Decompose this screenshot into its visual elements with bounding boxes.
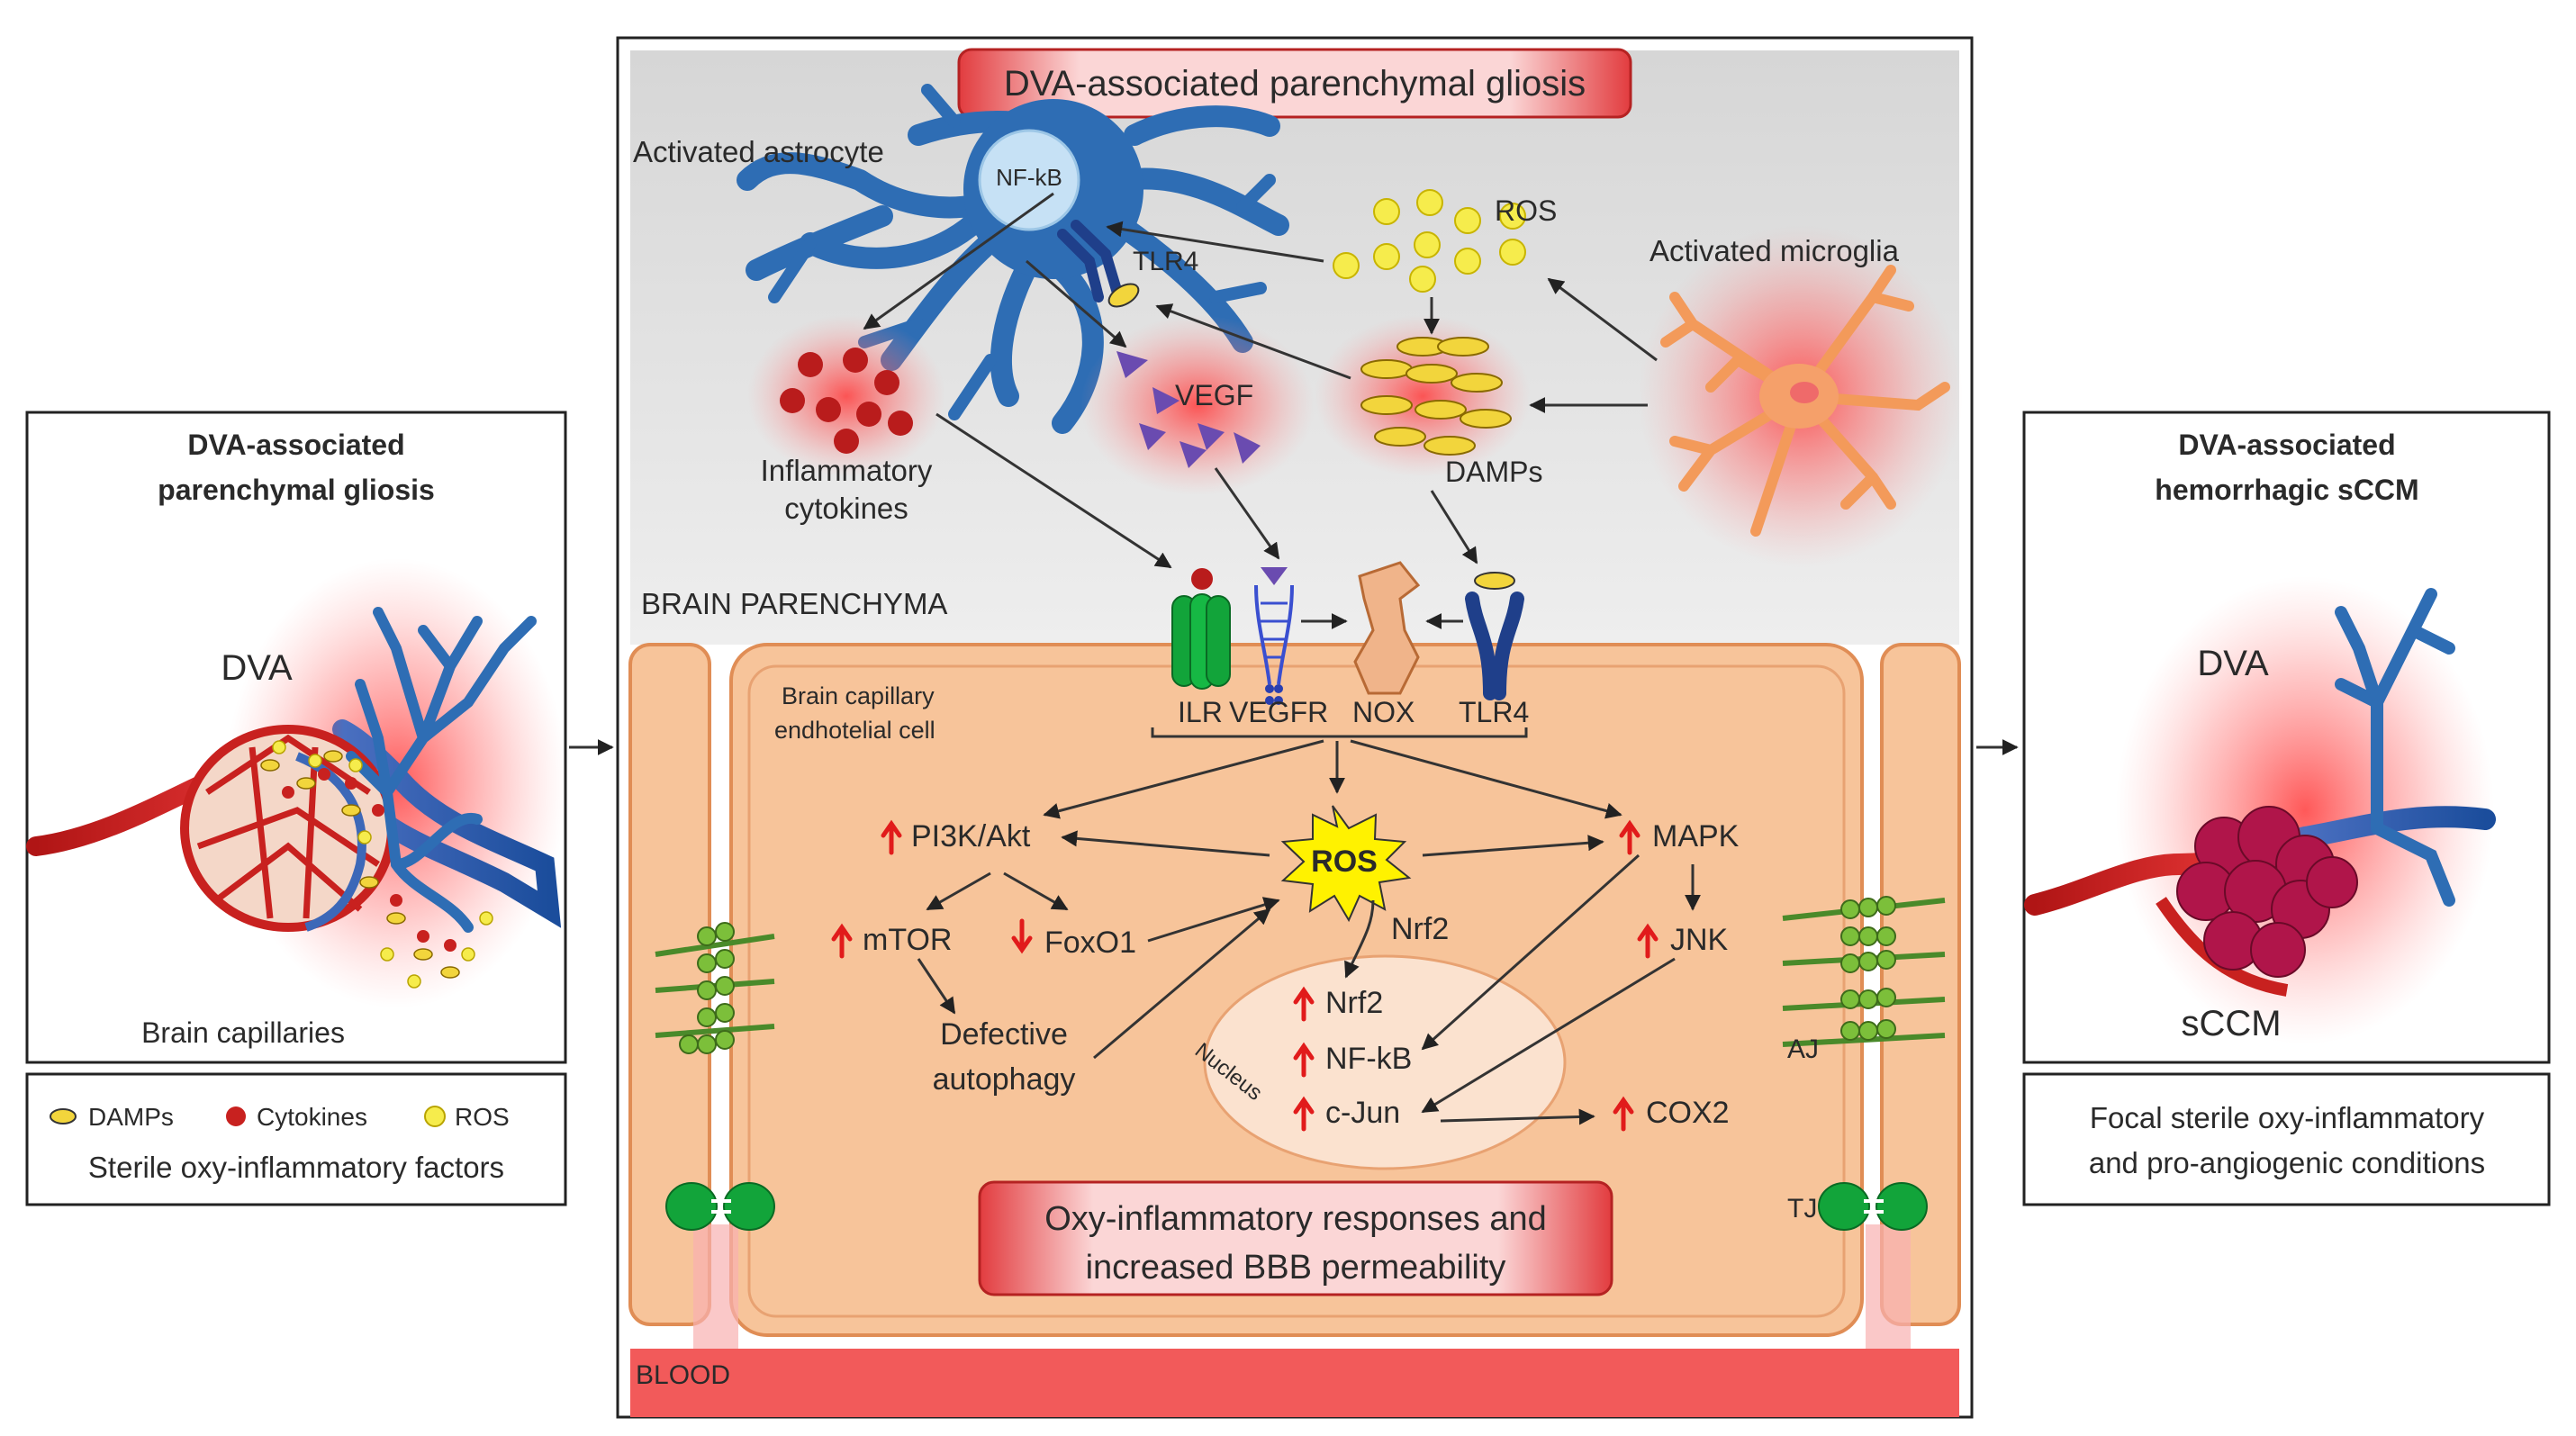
foxo1-label: FoxO1	[1044, 926, 1136, 960]
tlr4-receptor	[1465, 572, 1524, 700]
cell-label-line2: endhotelial cell	[774, 717, 935, 744]
nrf2-nuc-label: Nrf2	[1325, 986, 1383, 1020]
banner-bottom	[978, 1180, 1613, 1296]
right-title-line1: DVA-associated	[2178, 429, 2395, 461]
pathway-mtor: mTOR	[834, 923, 952, 957]
damps-cluster	[1315, 315, 1531, 477]
left-legend-caption: Sterile oxy-inflammatory factors	[88, 1151, 504, 1184]
legend-ros-label: ROS	[455, 1103, 510, 1131]
cytokines-label-line2: cytokines	[784, 492, 908, 525]
left-title-line2: parenchymal gliosis	[158, 474, 435, 506]
legend-damps-label: DAMPs	[88, 1103, 174, 1131]
receptor-bracket	[1151, 727, 1528, 738]
ros-star-label: ROS	[1311, 844, 1378, 879]
nfkb-nuc-label: NF-kB	[1325, 1042, 1412, 1076]
receptor-ilr-label: ILR	[1178, 696, 1223, 728]
banner-bottom-line2: increased BBB permeability	[1086, 1249, 1506, 1287]
microglia-label: Activated microglia	[1650, 234, 1900, 267]
vegf-label: VEGF	[1175, 379, 1253, 411]
right-title-line2: hemorrhagic sCCM	[2155, 474, 2418, 506]
pathway-nfkb-nuc: NF-kB	[1296, 1042, 1412, 1076]
legend-cytokines: Cytokines	[226, 1103, 367, 1131]
banner-top	[957, 48, 1632, 119]
nucleus	[1203, 954, 1567, 1170]
pathway-jnk: JNK	[1640, 923, 1729, 957]
tj-label: TJ	[1787, 1194, 1817, 1224]
jnk-label: JNK	[1670, 923, 1729, 957]
damps-center-label: DAMPs	[1445, 456, 1542, 488]
activated-microglia	[1639, 225, 1963, 567]
defective-label-line2: autophagy	[933, 1062, 1076, 1097]
pathway-cjun: c-Jun	[1296, 1096, 1400, 1130]
cytokines-label-line1: Inflammatory	[761, 454, 933, 487]
ros-cluster	[1333, 189, 1526, 293]
ros-top-label: ROS	[1495, 194, 1557, 227]
right-dva-label: DVA	[2197, 644, 2269, 683]
center-panel: DVA-associated parenchymal gliosis Activ…	[616, 36, 1974, 1419]
mtor-label: mTOR	[863, 923, 952, 957]
legend-ros: ROS	[424, 1103, 510, 1131]
left-legend-box	[25, 1072, 567, 1206]
astrocyte-nucleus	[978, 129, 1080, 231]
parenchyma-label: BRAIN PARENCHYMA	[641, 587, 947, 620]
left-title-line1: DVA-associated	[187, 429, 404, 461]
pathway-cox2: COX2	[1615, 1096, 1730, 1130]
pathway-pi3k: PI3K/Akt	[883, 819, 1031, 853]
left-panel: DVA-associated parenchymal gliosis	[25, 411, 567, 1206]
pathway-mapk: MAPK	[1622, 819, 1740, 853]
right-adjacent-cell	[1880, 643, 1961, 1326]
parenchyma-arrows	[863, 192, 1658, 569]
ilr-receptor	[1171, 568, 1231, 690]
receptor-tlr4-label: TLR4	[1459, 696, 1529, 728]
pathway-nrf2-nuc: Nrf2	[1296, 986, 1383, 1020]
left-dva-label: DVA	[221, 648, 293, 688]
cytokines-legend-icon	[226, 1106, 246, 1126]
receptor-nox-label: NOX	[1352, 696, 1415, 728]
astrocyte-label: Activated astrocyte	[633, 135, 884, 168]
legend-cytokines-label: Cytokines	[257, 1103, 367, 1131]
defective-label-line1: Defective	[940, 1017, 1068, 1052]
right-caption-line1: Focal sterile oxy-inflammatory	[2090, 1101, 2485, 1134]
ros-star	[1280, 805, 1412, 923]
tlr4-top-label: TLR4	[1133, 247, 1198, 276]
damps-legend-icon	[50, 1108, 77, 1124]
receptor-vegfr-label: VEGFR	[1229, 696, 1328, 728]
pi3k-label: PI3K/Akt	[911, 819, 1031, 853]
pathway-foxo1: FoxO1	[1014, 921, 1136, 960]
nrf2-cyto-label: Nrf2	[1391, 912, 1449, 946]
pathway-arrows	[917, 739, 1701, 1125]
nfkb-top-label: NF-kB	[996, 164, 1062, 191]
vegfr-receptor	[1254, 567, 1294, 705]
astrocyte-tlr4-receptor	[1057, 220, 1140, 308]
cjun-label: c-Jun	[1325, 1096, 1400, 1130]
left-junctions	[655, 922, 775, 1231]
right-caption-box	[2022, 1072, 2551, 1206]
right-panel: DVA-associated hemorrhagic sCCM DVA sCCM…	[2022, 411, 2551, 1206]
left-dva-illustration	[26, 558, 567, 1008]
cell-label-line1: Brain capillary	[782, 682, 935, 709]
banner-bottom-line1: Oxy-inflammatory responses and	[1044, 1200, 1547, 1238]
vegf-cluster	[1080, 315, 1315, 495]
mapk-label: MAPK	[1652, 819, 1740, 853]
blood-area	[630, 1349, 1959, 1417]
left-capillaries-label: Brain capillaries	[141, 1016, 345, 1049]
cox2-label: COX2	[1646, 1096, 1730, 1130]
sccm-label: sCCM	[2181, 1004, 2281, 1043]
aj-label: AJ	[1787, 1034, 1819, 1064]
legend-damps: DAMPs	[50, 1103, 174, 1131]
inflammatory-cytokines-cluster	[747, 315, 945, 477]
right-sccm-illustration	[2024, 576, 2496, 1044]
blood-label: BLOOD	[636, 1360, 730, 1390]
ros-legend-icon	[424, 1106, 446, 1127]
right-caption-line2: and pro-angiogenic conditions	[2089, 1146, 2485, 1179]
nox-enzyme	[1353, 561, 1421, 695]
right-junctions	[1782, 896, 1946, 1231]
banner-top-text: DVA-associated parenchymal gliosis	[1004, 64, 1586, 104]
